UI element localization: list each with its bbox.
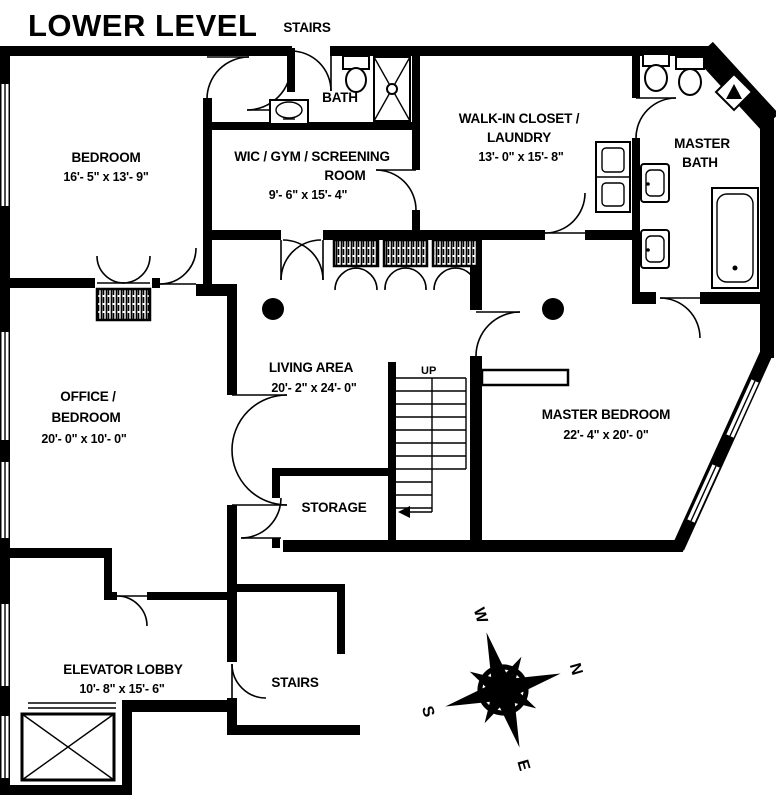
svg-text:LIVING AREA: LIVING AREA bbox=[269, 360, 354, 375]
elevator-cab bbox=[20, 702, 116, 782]
svg-text:LAUNDRY: LAUNDRY bbox=[487, 130, 551, 145]
label-office: OFFICE / BEDROOM 20'- 0" x 10'- 0" bbox=[41, 389, 127, 446]
stair-treads bbox=[396, 377, 467, 509]
stair-half-wall bbox=[480, 368, 570, 387]
vent-triangle-icon bbox=[726, 84, 742, 99]
master-bath-toilet bbox=[642, 53, 670, 92]
label-bedroom: BEDROOM 16'- 5" x 13'- 9" bbox=[63, 150, 149, 184]
compass-east: E bbox=[513, 758, 532, 773]
bedroom-closet-rod bbox=[95, 287, 152, 322]
corner-notch bbox=[714, 72, 754, 112]
svg-text:WIC / GYM / SCREENING: WIC / GYM / SCREENING bbox=[234, 149, 390, 164]
washer-dryer-stack bbox=[595, 141, 631, 213]
compass-rose-icon: N E S W bbox=[418, 606, 586, 773]
bath-shower bbox=[373, 56, 411, 122]
svg-text:13'- 0" x 15'- 8": 13'- 0" x 15'- 8" bbox=[478, 150, 564, 164]
svg-text:ELEVATOR LOBBY: ELEVATOR LOBBY bbox=[63, 662, 183, 677]
lower-stairs-door bbox=[231, 663, 267, 699]
bedroom-closet-french-doors bbox=[96, 255, 151, 284]
master-bath-sink-1 bbox=[640, 163, 670, 203]
svg-text:16'- 5" x 13'- 9": 16'- 5" x 13'- 9" bbox=[63, 170, 149, 184]
bedroom-door bbox=[206, 56, 250, 100]
office-double-doors bbox=[231, 394, 288, 506]
master-bath-tub bbox=[711, 187, 759, 289]
column-icon bbox=[542, 298, 564, 320]
walkin-closet-door bbox=[544, 192, 586, 234]
master-bedroom-door bbox=[475, 311, 521, 357]
svg-text:20'- 2" x 24'- 0": 20'- 2" x 24'- 0" bbox=[271, 381, 357, 395]
master-bath-sink-2 bbox=[640, 229, 670, 269]
svg-text:WALK-IN CLOSET /: WALK-IN CLOSET / bbox=[459, 111, 580, 126]
corridor-french-doors bbox=[280, 239, 324, 281]
compass-south: S bbox=[418, 704, 437, 719]
svg-text:BEDROOM: BEDROOM bbox=[71, 150, 140, 165]
top-stairs-door bbox=[290, 50, 332, 92]
wic-door bbox=[375, 169, 417, 211]
label-walk-in-closet: WALK-IN CLOSET / LAUNDRY 13'- 0" x 15'- … bbox=[459, 111, 580, 164]
staircase-up: UP bbox=[396, 365, 467, 518]
label-elevator-lobby: ELEVATOR LOBBY 10'- 8" x 15'- 6" bbox=[63, 662, 183, 696]
compass-north: N bbox=[566, 661, 586, 677]
svg-text:ROOM: ROOM bbox=[324, 168, 365, 183]
arrow-head-icon bbox=[398, 506, 410, 518]
svg-text:10'- 8" x 15'- 6": 10'- 8" x 15'- 6" bbox=[79, 682, 165, 696]
svg-text:9'- 6" x 15'- 4": 9'- 6" x 15'- 4" bbox=[269, 188, 348, 202]
svg-text:MASTER: MASTER bbox=[674, 136, 730, 151]
label-storage: STORAGE bbox=[301, 500, 366, 515]
compass-letters: N E S W bbox=[418, 606, 586, 773]
label-stairs-bottom: STAIRS bbox=[271, 675, 318, 690]
svg-text:BEDROOM: BEDROOM bbox=[51, 410, 120, 425]
stair-direction-arrow bbox=[398, 378, 433, 518]
office-entry-door bbox=[159, 247, 197, 285]
compass-west: W bbox=[470, 606, 491, 626]
windows bbox=[1, 72, 760, 778]
svg-text:20'- 0" x 10'- 0": 20'- 0" x 10'- 0" bbox=[41, 432, 127, 446]
column-icon bbox=[262, 298, 284, 320]
hall-closet-rod-3 bbox=[431, 238, 480, 268]
fixtures bbox=[20, 53, 759, 782]
master-bath-to-bedroom-door bbox=[659, 297, 701, 339]
hall-closet-rod-2 bbox=[382, 238, 429, 268]
bath-sink bbox=[269, 99, 309, 125]
label-bath: BATH bbox=[322, 90, 358, 105]
svg-text:OFFICE /: OFFICE / bbox=[60, 389, 116, 404]
label-master-bath: MASTER BATH bbox=[674, 136, 730, 170]
label-wic-gym: WIC / GYM / SCREENING ROOM 9'- 6" x 15'-… bbox=[234, 149, 390, 202]
closet-bifold-doors bbox=[334, 267, 478, 291]
svg-text:BATH: BATH bbox=[682, 155, 718, 170]
label-stairs-top: STAIRS bbox=[283, 20, 330, 35]
room-labels: STAIRS BATH BEDROOM 16'- 5" x 13'- 9" WI… bbox=[41, 20, 730, 696]
svg-text:22'- 4" x 20'- 0": 22'- 4" x 20'- 0" bbox=[563, 428, 649, 442]
left-wall-windows bbox=[1, 84, 9, 778]
closet-hatching bbox=[95, 238, 480, 322]
master-bath-bidet bbox=[675, 56, 705, 96]
bath-toilet bbox=[342, 55, 370, 93]
diagonal-wall-windows bbox=[686, 378, 760, 524]
lobby-door bbox=[116, 595, 148, 627]
stairs-up-label: UP bbox=[421, 365, 436, 377]
storage-door bbox=[240, 497, 282, 539]
svg-text:MASTER BEDROOM: MASTER BEDROOM bbox=[542, 407, 670, 422]
label-living-area: LIVING AREA 20'- 2" x 24'- 0" bbox=[269, 360, 357, 395]
label-master-bedroom: MASTER BEDROOM 22'- 4" x 20'- 0" bbox=[542, 407, 671, 442]
page-title: LOWER LEVEL bbox=[28, 8, 257, 43]
master-bath-door bbox=[635, 97, 677, 139]
doors bbox=[96, 50, 701, 699]
hall-closet-rod-1 bbox=[332, 238, 380, 268]
